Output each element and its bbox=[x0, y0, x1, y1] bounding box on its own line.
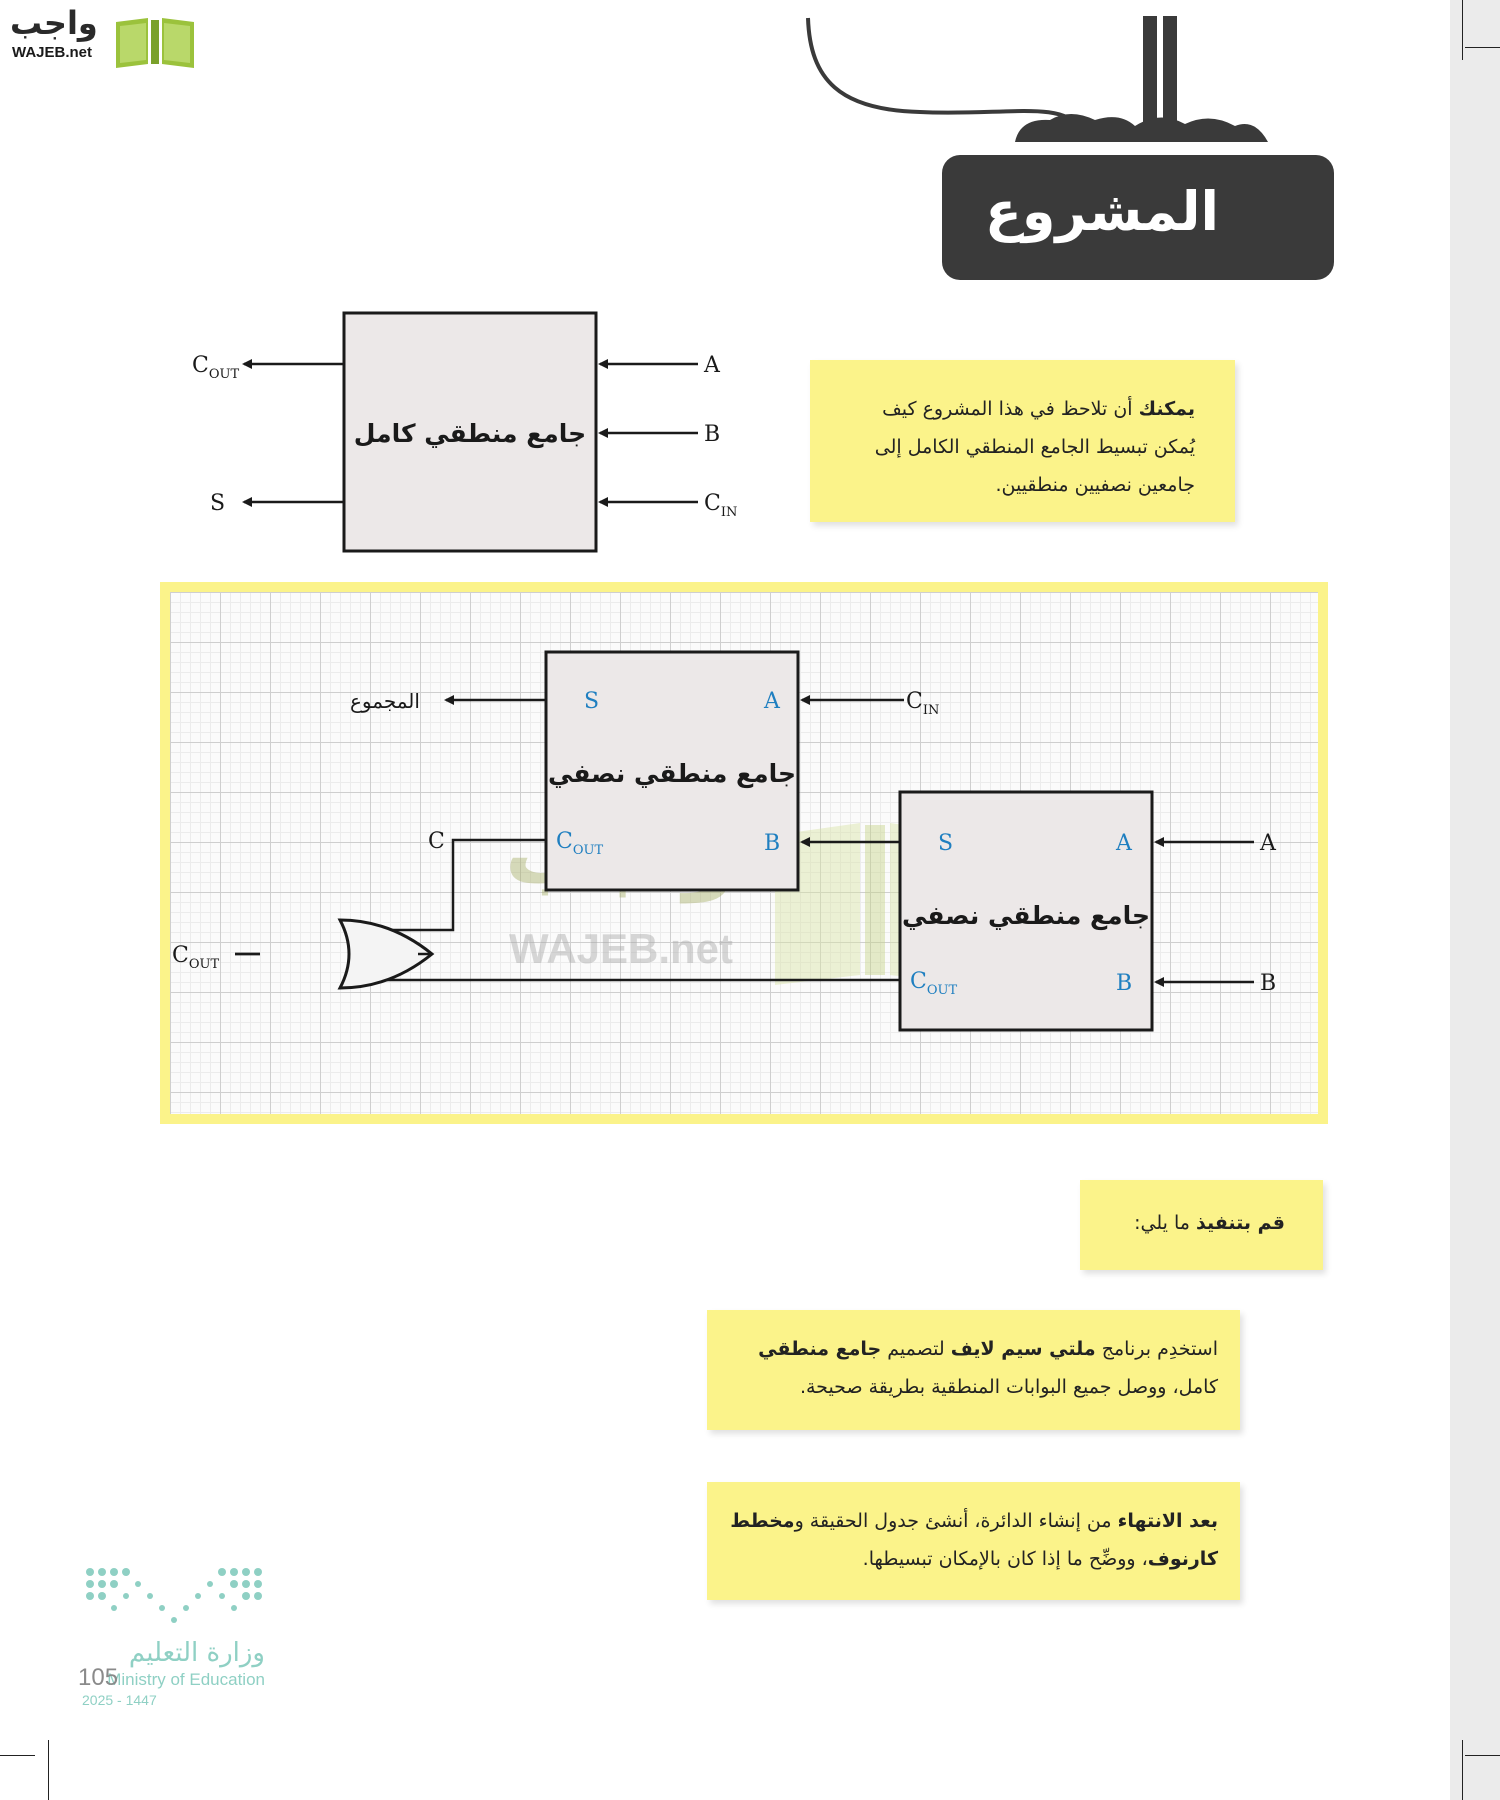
ministry-dots-icon bbox=[86, 1568, 262, 1623]
full-adder-diagram: A B CIN COUT S جامع منطقي كامل bbox=[192, 311, 737, 553]
instructions-heading-bold: قم بتنفيذ bbox=[1195, 1212, 1285, 1234]
book-icon bbox=[116, 18, 194, 68]
step-2-text-1: من إنشاء الدائرة، أنشئ جدول الحقيقة و bbox=[794, 1510, 1112, 1532]
step-1-text-1: استخدِم برنامج bbox=[1101, 1338, 1218, 1360]
c-label: C bbox=[428, 829, 445, 854]
half-adder-circuit: المجموع CIN C COUT A B S A B COUT جامع م… bbox=[172, 650, 1277, 1032]
step-1-text-3: كامل، ووصل جميع البوابات المنطقية بطريقة… bbox=[799, 1376, 1218, 1398]
ha2-port-cout: COUT bbox=[910, 969, 957, 998]
step-1-full-adder: جامع منطقي bbox=[758, 1338, 882, 1360]
instructions-heading-rest: ما يلي: bbox=[1134, 1212, 1190, 1234]
cin-label: CIN bbox=[906, 689, 939, 718]
crop-mark bbox=[48, 1740, 49, 1800]
ha1-label: جامع منطقي نصفي bbox=[548, 759, 796, 789]
step-1-note: استخدِم برنامج ملتي سيم لايف لتصميم جامع… bbox=[707, 1310, 1240, 1430]
crop-mark bbox=[0, 1755, 35, 1756]
ha1-port-cout: COUT bbox=[556, 829, 603, 858]
ha1-port-b: B bbox=[764, 831, 780, 856]
page-title: المشروع bbox=[985, 180, 1219, 243]
ministry-year: 2025 - 1447 bbox=[82, 1692, 157, 1708]
page-margin-strip bbox=[1450, 0, 1500, 1800]
input-b-label: B bbox=[1260, 971, 1276, 996]
ha1-port-a: A bbox=[763, 689, 781, 714]
full-adder-output-cout: COUT bbox=[192, 353, 239, 382]
step-2-karnaugh: مخطط كارنوف bbox=[730, 1510, 1218, 1570]
ha1-port-s: S bbox=[584, 689, 599, 714]
half-adder-2-box bbox=[898, 790, 1154, 1032]
logo-latin-text: WAJEB.net bbox=[12, 44, 93, 61]
ha2-port-s: S bbox=[938, 831, 953, 856]
instructions-heading: قم بتنفيذ ما يلي: bbox=[1080, 1180, 1323, 1270]
input-a-label: A bbox=[1259, 831, 1277, 856]
full-adder-box bbox=[342, 311, 598, 553]
header-graphic bbox=[806, 16, 1334, 280]
half-adder-1-box bbox=[544, 650, 800, 892]
ministry-english: Ministry of Education bbox=[107, 1670, 265, 1689]
crop-mark bbox=[1465, 1755, 1500, 1756]
full-adder-input-cin: CIN bbox=[704, 491, 737, 520]
step-1-text-2: لتصميم bbox=[887, 1338, 945, 1360]
or-gate bbox=[337, 918, 435, 990]
intro-note-text: أن تلاحظ في هذا المشروع كيف يُمكن تبسيط … bbox=[874, 398, 1195, 496]
wajeb-logo[interactable]: واجب WAJEB.net bbox=[8, 4, 198, 68]
ha2-port-b: B bbox=[1116, 971, 1132, 996]
ministry-arabic: وزارة التعليم bbox=[128, 1638, 265, 1668]
ha1-cout-wire bbox=[350, 838, 546, 932]
full-adder-input-a: A bbox=[703, 353, 721, 378]
crop-mark bbox=[1462, 1740, 1463, 1800]
step-2-note: بعد الانتهاء من إنشاء الدائرة، أنشئ جدول… bbox=[707, 1482, 1240, 1600]
page-number: 105 bbox=[78, 1664, 119, 1691]
or-cout-label: COUT bbox=[172, 943, 219, 972]
crop-mark bbox=[1465, 47, 1500, 48]
step-1-program-name: ملتي سيم لايف bbox=[950, 1338, 1096, 1360]
ministry-logo: وزارة التعليم Ministry of Education 2025… bbox=[80, 1562, 280, 1732]
crop-mark bbox=[1462, 0, 1463, 60]
step-2-text-2: ، ووضِّح ما إذا كان بالإمكان تبسيطها. bbox=[862, 1548, 1148, 1570]
step-2-bold-1: بعد الانتهاء bbox=[1117, 1510, 1218, 1532]
ha2-label: جامع منطقي نصفي bbox=[902, 901, 1150, 931]
ha2-port-a: A bbox=[1115, 831, 1133, 856]
watermark-latin: WAJEB.net bbox=[509, 925, 734, 972]
full-adder-label: جامع منطقي كامل bbox=[354, 419, 586, 449]
sum-label: المجموع bbox=[350, 689, 420, 713]
full-adder-output-s: S bbox=[210, 491, 225, 516]
full-adder-input-b: B bbox=[704, 422, 720, 447]
intro-note-bold: يمكنك bbox=[1138, 398, 1195, 420]
logo-arabic-text: واجب bbox=[10, 4, 98, 42]
intro-note: يمكنك أن تلاحظ في هذا المشروع كيف يُمكن … bbox=[810, 360, 1235, 522]
